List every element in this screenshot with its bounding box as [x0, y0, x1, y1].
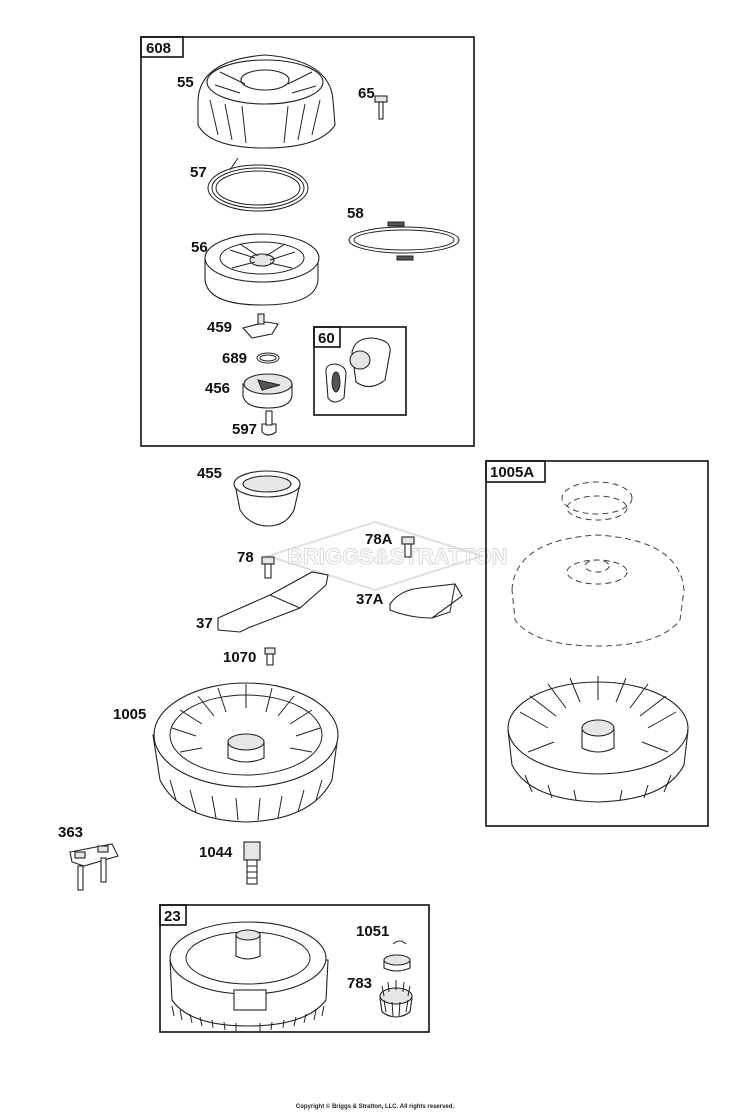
- part-1070-screw: [264, 647, 276, 666]
- label-55: 55: [177, 74, 194, 91]
- part-23-flywheel: [169, 921, 329, 1031]
- label-65: 65: [358, 85, 375, 102]
- part-56-pulley: [204, 233, 320, 306]
- group-608-frame: [140, 36, 475, 447]
- watermark-text: BRIGGS&STRATTON: [287, 544, 507, 569]
- part-459-pawl: [241, 313, 279, 339]
- part-60-handle: [325, 337, 391, 403]
- watermark-logo: BRIGGS&STRATTON: [264, 520, 508, 592]
- label-78A: 78A: [365, 531, 393, 548]
- part-37A-shield: [389, 583, 463, 619]
- part-78-screw: [261, 556, 275, 579]
- group-23-tag: [159, 904, 187, 926]
- group-60-frame: [313, 326, 407, 416]
- label-689: 689: [222, 350, 247, 367]
- group-608-tag: [140, 36, 184, 58]
- label-57: 57: [190, 164, 207, 181]
- part-78A-screw: [401, 536, 415, 558]
- part-1005A-screen-dashed: [511, 481, 685, 647]
- label-58: 58: [347, 205, 364, 222]
- group-60-tag: [313, 326, 341, 348]
- label-1005: 1005: [113, 706, 146, 723]
- part-783-starter-gear: [379, 980, 413, 1018]
- label-56: 56: [191, 239, 208, 256]
- label-37: 37: [196, 615, 213, 632]
- part-57-rewind-spring: [207, 157, 309, 212]
- part-1051-washer: [383, 940, 411, 972]
- part-597-screw: [261, 410, 277, 436]
- group-23-frame: [159, 904, 430, 1033]
- label-783: 783: [347, 975, 372, 992]
- part-1044-flywheel-nut: [243, 841, 261, 885]
- group-1005A-frame: [485, 460, 709, 827]
- label-456: 456: [205, 380, 230, 397]
- label-37A: 37A: [356, 591, 384, 608]
- part-689-retainer: [256, 352, 280, 364]
- part-1005-fan: [152, 682, 339, 823]
- part-37-air-guide: [217, 571, 329, 633]
- label-1070: 1070: [223, 649, 256, 666]
- copyright-notice: Copyright © Briggs & Stratton, LLC. All …: [295, 1104, 455, 1110]
- group-1005A-label: 1005A: [490, 464, 534, 481]
- group-23-label: 23: [164, 908, 181, 925]
- part-58-starter-rope: [348, 221, 460, 261]
- label-459: 459: [207, 319, 232, 336]
- group-1005A-tag: [485, 460, 546, 483]
- part-363-ignition-armature: [69, 843, 119, 891]
- label-597: 597: [232, 421, 257, 438]
- part-455-starter-cup: [233, 470, 301, 527]
- label-78: 78: [237, 549, 254, 566]
- part-456-cam: [242, 373, 293, 409]
- group-60-label: 60: [318, 330, 335, 347]
- group-608-label: 608: [146, 40, 171, 57]
- label-1051: 1051: [356, 923, 389, 940]
- part-65-screw: [374, 95, 388, 120]
- part-55-starter-cover: [197, 54, 336, 149]
- label-1044: 1044: [199, 844, 233, 861]
- label-455: 455: [197, 465, 222, 482]
- label-363: 363: [58, 824, 83, 841]
- part-1005A-fan: [507, 676, 689, 803]
